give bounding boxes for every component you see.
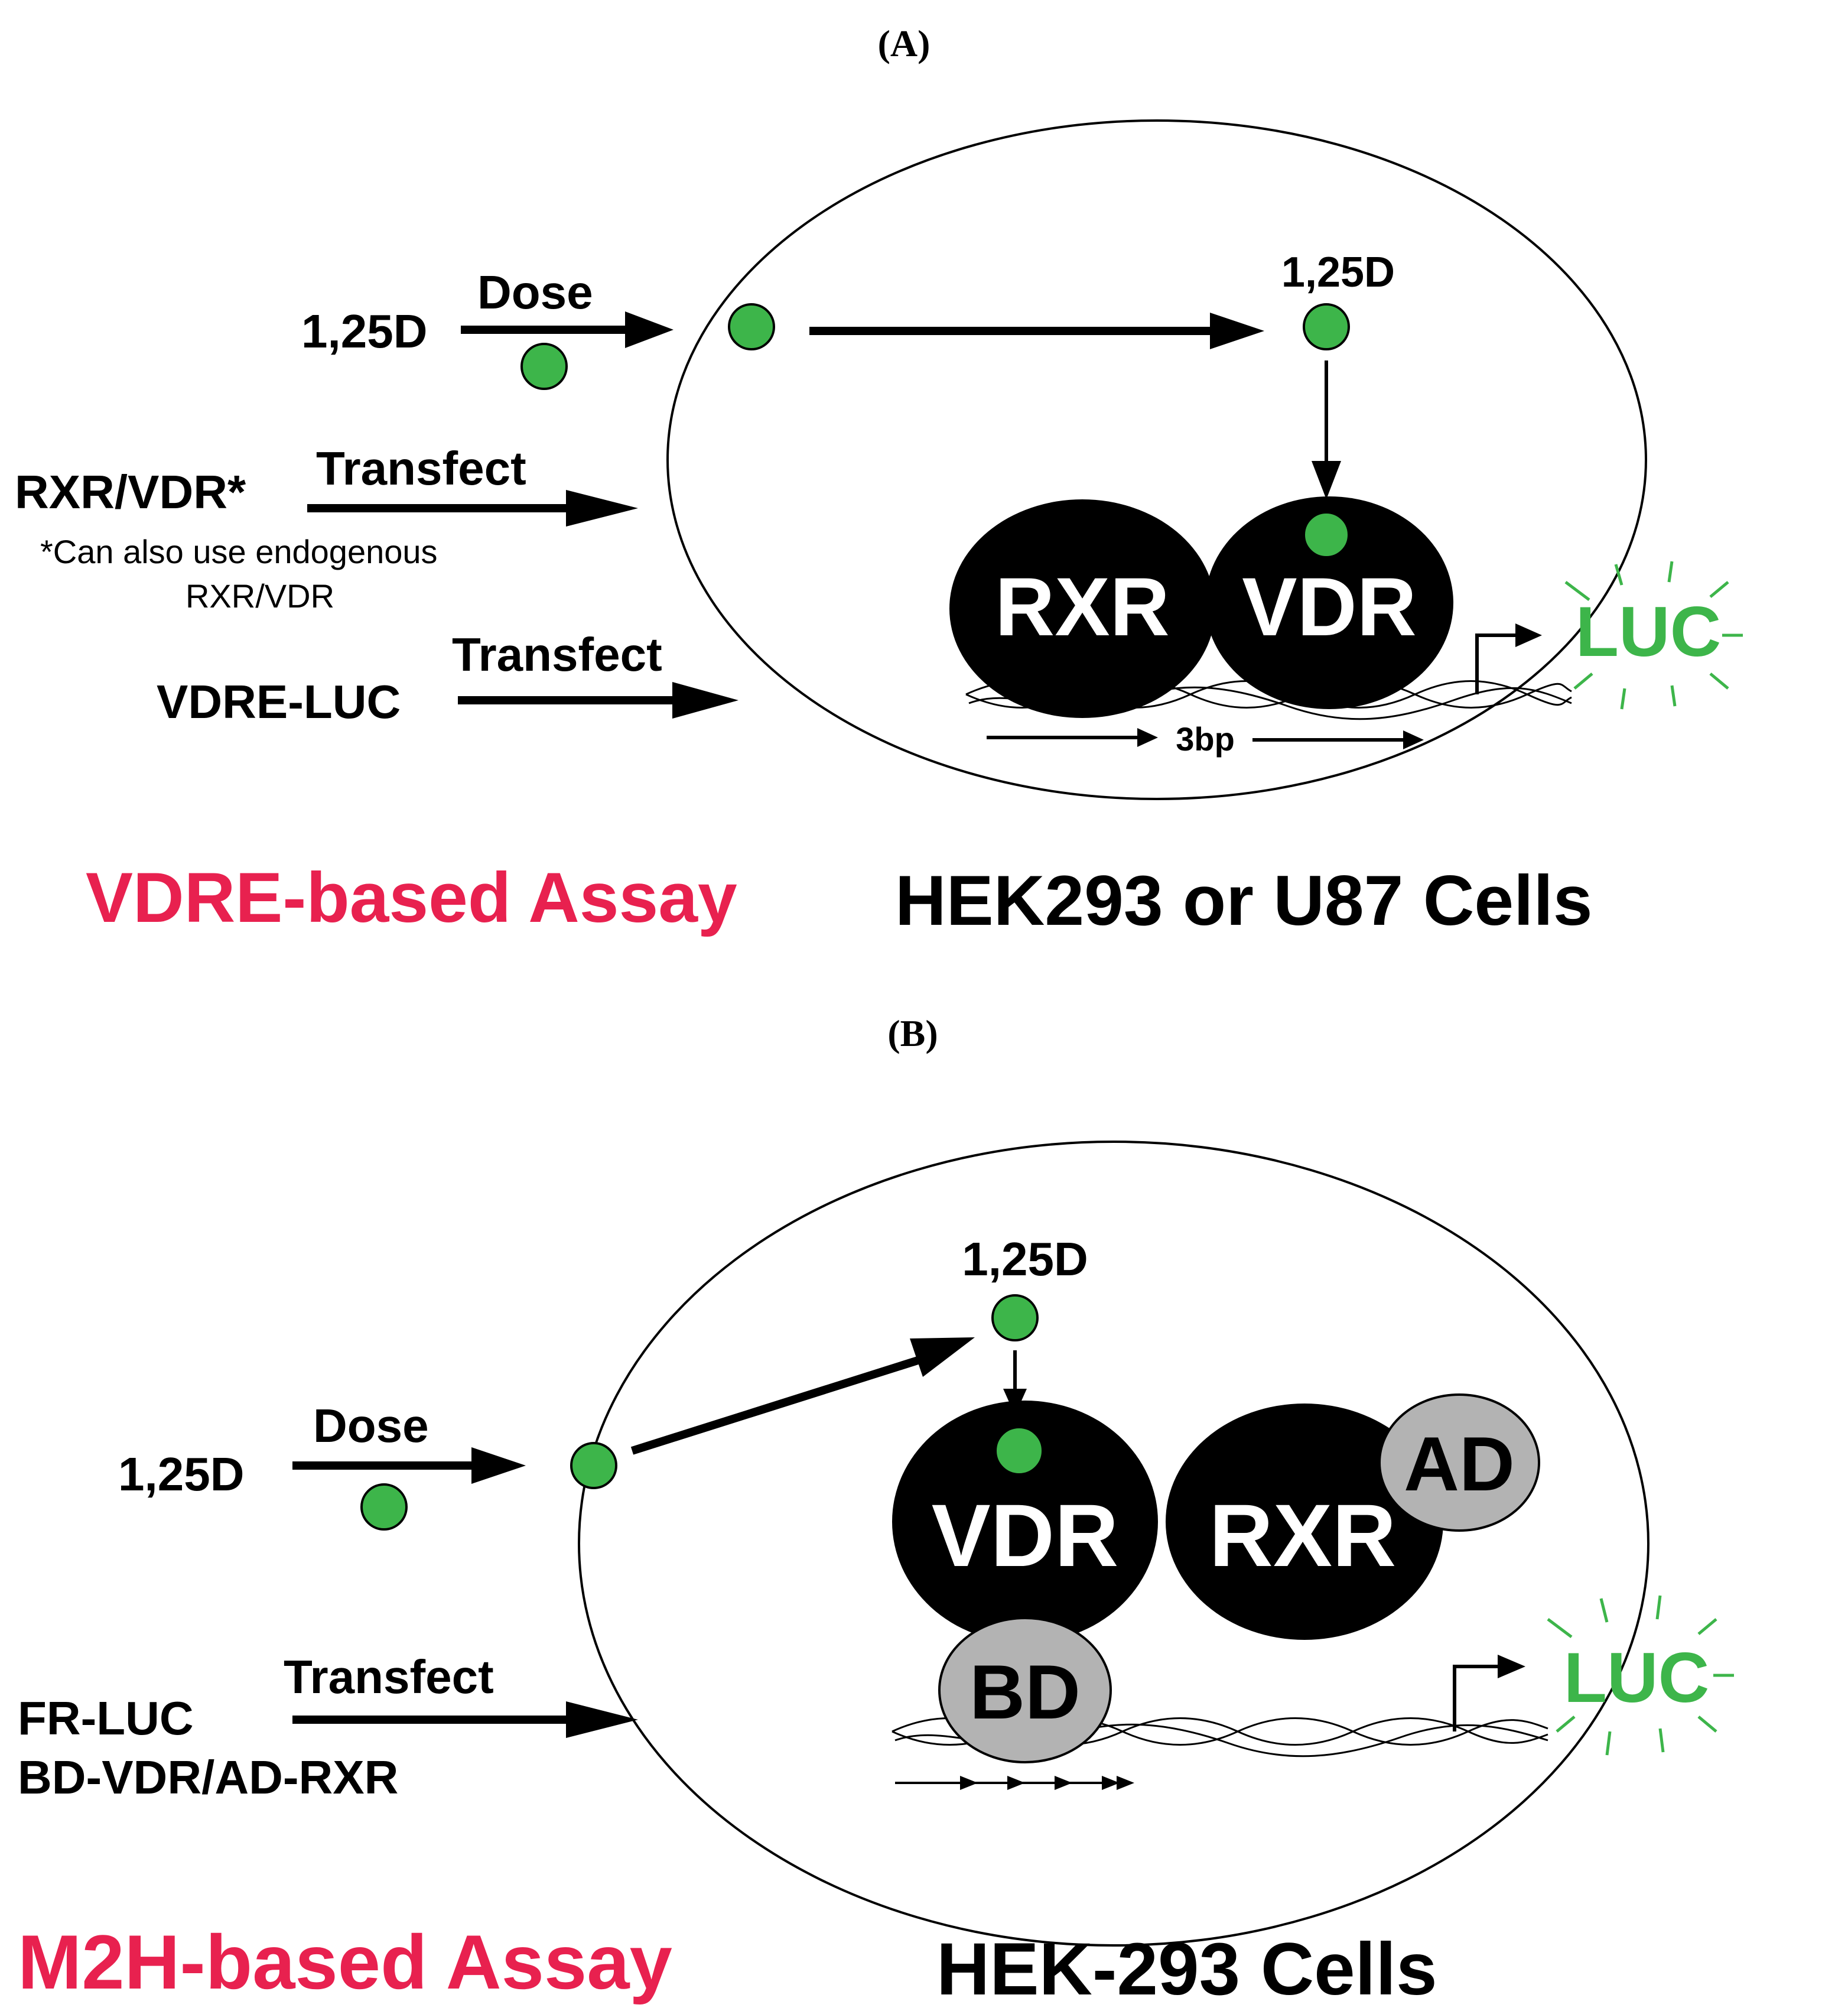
panel-b-bound-ligand-dot bbox=[994, 1426, 1044, 1476]
panel-b-promoter-arrow bbox=[1453, 1655, 1525, 1731]
panel-b-ligand-input: 1,25D bbox=[118, 1448, 244, 1500]
panel-b-ligand-dot-entry bbox=[570, 1442, 617, 1489]
panel-a-transfect-label-1: Transfect bbox=[316, 442, 526, 495]
panel-a-cell-type: HEK293 or U87 Cells bbox=[895, 861, 1593, 940]
panel-a-footnote-line2: RXR/VDR bbox=[186, 577, 334, 615]
panel-a-ligand-input: 1,25D bbox=[301, 305, 427, 358]
panel-a-reporter-input: VDRE-LUC bbox=[157, 675, 401, 728]
panel-a-ligand-inside: 1,25D bbox=[1281, 249, 1395, 296]
panel-a-vdr-protein bbox=[1205, 496, 1453, 709]
panel-a-bound-ligand-dot bbox=[1303, 511, 1350, 558]
panel-b-transfect-arrow bbox=[292, 1701, 638, 1738]
panel-b-rxr-protein bbox=[1166, 1404, 1443, 1640]
panel-b: (B) 1,25D Dose FR-LUC BD-VDR/AD-RXR Tran… bbox=[18, 1012, 1734, 2010]
panel-b-plasmid-line1: FR-LUC bbox=[18, 1692, 194, 1744]
panel-a-rxr-label: RXR bbox=[995, 560, 1170, 653]
panel-a-binding-arrow bbox=[1312, 360, 1341, 499]
panel-b-luc-reporter: LUC bbox=[1564, 1638, 1710, 1717]
panel-b-ad-domain bbox=[1378, 1393, 1540, 1532]
panel-b-vdr-protein bbox=[892, 1401, 1158, 1643]
panel-a-footnote-line1: *Can also use endogenous bbox=[40, 533, 438, 570]
panel-b-assay-title: M2H-based Assay bbox=[18, 1919, 672, 2005]
panel-b-ad-label: AD bbox=[1404, 1421, 1515, 1507]
panel-a: (A) 1,25D Dose RXR/VDR* Transfect *Can a… bbox=[15, 22, 1743, 940]
panel-a-rxr-protein bbox=[949, 499, 1215, 718]
panel-b-ligand-dot-outside bbox=[360, 1483, 408, 1531]
panel-b-response-element-arrows bbox=[895, 1776, 1134, 1790]
panel-b-luc-glow-icon bbox=[1547, 1595, 1734, 1756]
panel-a-label: (A) bbox=[878, 22, 930, 64]
panel-a-ligand-dot-target bbox=[1303, 303, 1350, 350]
panel-b-label: (B) bbox=[887, 1012, 938, 1054]
panel-b-dose-label: Dose bbox=[313, 1399, 429, 1452]
panel-a-transfect-arrow-2 bbox=[458, 682, 738, 719]
panel-b-ligand-dot-target bbox=[991, 1294, 1039, 1341]
panel-a-ligand-dot-outside bbox=[520, 343, 568, 390]
panel-b-bd-label: BD bbox=[969, 1649, 1081, 1735]
panel-a-dose-arrow bbox=[461, 311, 674, 348]
panel-b-vdr-label: VDR bbox=[932, 1486, 1119, 1585]
panel-b-bd-domain bbox=[938, 1617, 1112, 1763]
panel-b-dose-arrow bbox=[292, 1447, 526, 1484]
panel-a-vdr-label: VDR bbox=[1242, 560, 1417, 653]
panel-a-spacer-label: 3bp bbox=[1176, 720, 1235, 758]
panel-a-transport-arrow bbox=[809, 313, 1264, 349]
panel-a-dose-label: Dose bbox=[477, 266, 593, 319]
panel-a-ligand-dot-entry bbox=[728, 303, 775, 350]
panel-b-cell-type: HEK-293 Cells bbox=[936, 1928, 1437, 2010]
panel-a-half-site-arrows bbox=[987, 728, 1424, 749]
panel-a-transfect-arrow-1 bbox=[307, 490, 638, 527]
panel-b-transfect-label: Transfect bbox=[284, 1651, 494, 1703]
panel-b-transport-arrow bbox=[630, 1337, 975, 1455]
panel-a-receptor-input: RXR/VDR* bbox=[15, 466, 246, 518]
panel-a-luc-reporter: LUC bbox=[1576, 592, 1722, 671]
panel-a-promoter-arrow bbox=[1475, 623, 1542, 694]
panel-b-ligand-inside: 1,25D bbox=[962, 1233, 1088, 1285]
panel-a-assay-title: VDRE-based Assay bbox=[86, 858, 737, 937]
panel-a-luc-glow-icon bbox=[1564, 561, 1743, 710]
panel-a-transfect-label-2: Transfect bbox=[452, 628, 662, 681]
panel-b-rxr-label: RXR bbox=[1209, 1486, 1397, 1585]
panel-b-plasmid-line2: BD-VDR/AD-RXR bbox=[18, 1751, 398, 1804]
